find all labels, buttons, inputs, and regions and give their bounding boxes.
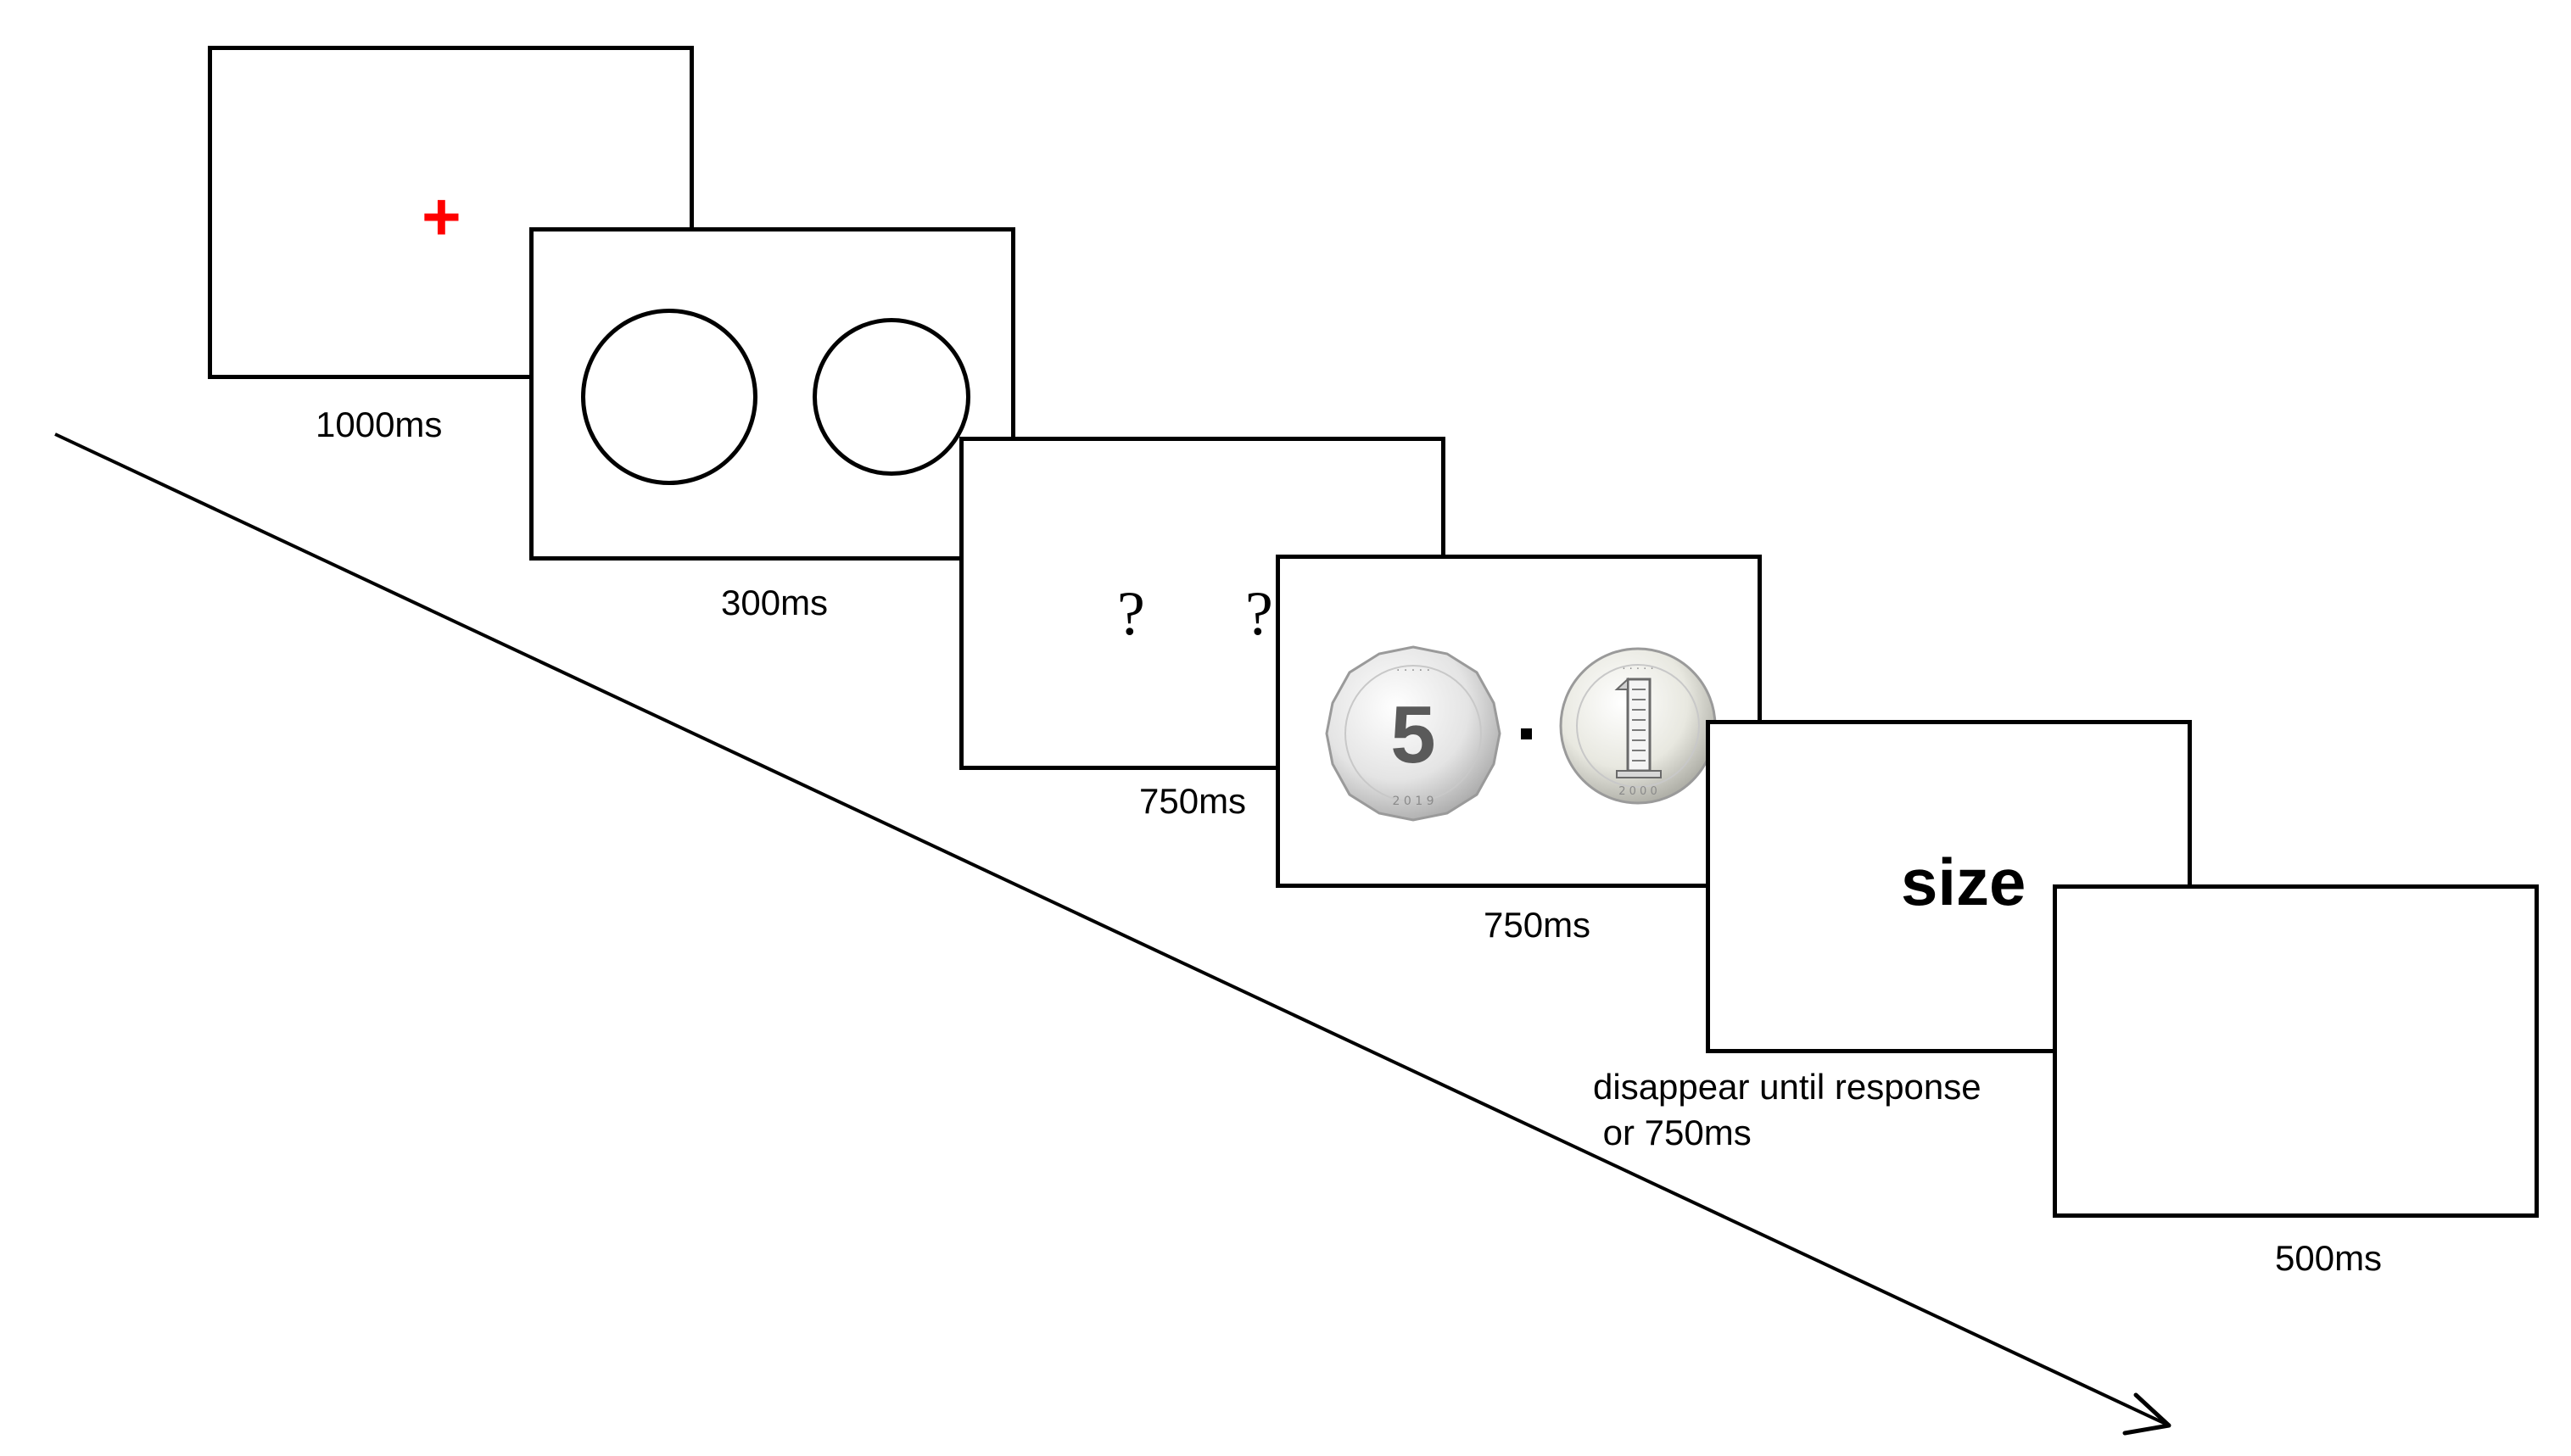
svg-text:· · · · ·: · · · · · — [1396, 664, 1430, 678]
fixation-cross: + — [422, 179, 461, 254]
svg-text:2 0 1 9: 2 0 1 9 — [1393, 795, 1434, 808]
fixation-duration: 1000ms — [316, 404, 443, 444]
right-circle — [813, 318, 970, 476]
left-circle — [581, 309, 757, 485]
svg-text:· · · · ·: · · · · · — [1622, 663, 1653, 676]
cue-word: size — [1901, 845, 2026, 919]
blank-duration: 500ms — [2275, 1238, 2383, 1278]
svg-text:2 0 0 0: 2 0 0 0 — [1618, 785, 1657, 798]
five-jiao-coin-icon: 5 · · · · · 2 0 1 9 — [1325, 645, 1501, 822]
blank-frame — [2053, 884, 2539, 1218]
coins-duration: 750ms — [1484, 905, 1591, 945]
coins-frame: 5 · · · · · 2 0 1 9 · · · · · 2 0 0 0 — [1276, 555, 1762, 888]
cue-duration-line2: or 750ms — [1593, 1113, 1752, 1152]
center-dot — [1521, 728, 1532, 739]
left-question-mark: ? — [1117, 579, 1145, 649]
circles-duration: 300ms — [721, 583, 829, 622]
circles-frame — [529, 227, 1015, 561]
cue-duration-line1: disappear until response — [1593, 1067, 1981, 1107]
one-yuan-coin-icon: · · · · · 2 0 0 0 — [1559, 647, 1717, 805]
right-question-mark: ? — [1245, 579, 1273, 649]
svg-text:5: 5 — [1390, 689, 1435, 780]
question-duration: 750ms — [1139, 781, 1247, 821]
